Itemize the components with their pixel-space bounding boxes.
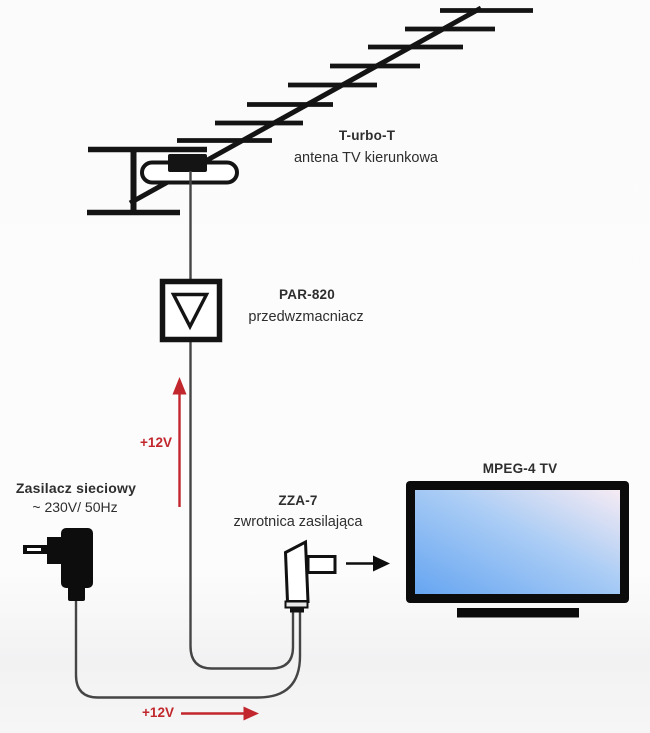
amplifier-triangle-icon <box>170 292 210 331</box>
power-supply-name-label: Zasilacz sieciowy <box>15 480 137 496</box>
antenna-director-elements <box>177 8 533 143</box>
signal-arrow-to-tv <box>346 555 390 572</box>
plug-prong-slot <box>27 548 41 551</box>
inserter-body <box>283 539 310 603</box>
antenna-model-label: T-urbo-T <box>338 128 396 143</box>
coax-preamp-to-inserter <box>189 341 295 670</box>
inserter-model-label: ZZA-7 <box>278 493 318 508</box>
tv-stand <box>457 608 579 618</box>
voltage-arrow-right <box>181 706 259 721</box>
power-supply-cord <box>74 600 302 699</box>
inserter-cable-nub <box>290 607 304 613</box>
inserter-bottom-plate <box>284 600 309 609</box>
inserter-description-label: zwrotnica zasilająca <box>233 514 363 530</box>
yagi-antenna-icon <box>87 5 533 216</box>
voltage-arrow-up <box>172 377 187 507</box>
tv-label: MPEG-4 TV <box>482 461 558 476</box>
preamp-box <box>159 278 223 343</box>
antenna-mast-mount <box>87 146 207 216</box>
voltage-up-label: +12V <box>140 435 172 450</box>
power-adapter-icon <box>23 528 93 601</box>
inserter-output-connector <box>306 555 337 574</box>
adapter-body <box>61 528 93 588</box>
coax-cables <box>74 171 302 699</box>
adapter-cord-tab <box>68 586 85 601</box>
antenna-balun-box <box>168 154 207 172</box>
voltage-bottom-label: +12V <box>142 705 174 720</box>
power-inserter-icon <box>283 539 337 613</box>
tv-icon <box>406 481 629 618</box>
preamp-description-label: przedwzmacniacz <box>248 309 364 325</box>
tv-screen <box>415 490 620 594</box>
preamp-model-label: PAR-820 <box>279 287 335 302</box>
antenna-description-label: antena TV kierunkowa <box>293 150 439 166</box>
power-supply-rating-label: ~ 230V/ 50Hz <box>32 499 118 515</box>
plug-neck <box>47 537 64 564</box>
